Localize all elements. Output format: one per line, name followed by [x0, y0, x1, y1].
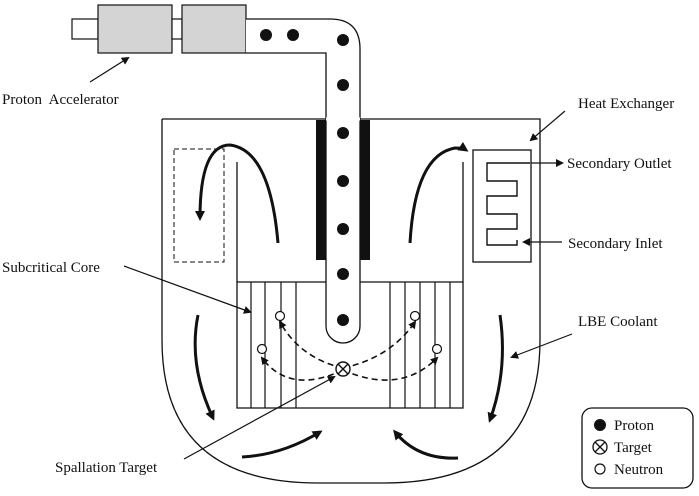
label-heat-exchanger: Heat Exchanger: [578, 96, 674, 112]
proton-dot: [287, 29, 299, 41]
label-proton-accelerator: Proton Accelerator: [2, 92, 119, 108]
neutron-dot: [431, 343, 443, 355]
proton-dot: [337, 175, 349, 187]
subcritical-core: [236, 281, 464, 409]
proton-dot: [337, 79, 349, 91]
legend: Proton Target Neutron: [581, 407, 694, 489]
neutron-dot: [256, 343, 268, 355]
label-lbe-coolant: LBE Coolant: [578, 314, 658, 330]
legend-proton-symbol: [594, 419, 606, 431]
label-spallation-target: Spallation Target: [55, 460, 158, 476]
neutron-paths: [260, 320, 439, 381]
label-secondary-outlet: Secondary Outlet: [567, 156, 672, 172]
proton-dot: [337, 314, 349, 326]
shield-block-right: [360, 120, 370, 260]
legend-neutron-label: Neutron: [614, 462, 664, 478]
legend-proton-label: Proton: [614, 418, 655, 434]
legend-neutron-symbol: [594, 463, 606, 475]
coolant-flow-arrows: [193, 141, 504, 460]
label-subcritical-core: Subcritical Core: [2, 260, 100, 276]
legend-target-label: Target: [614, 440, 653, 456]
proton-dot: [337, 223, 349, 235]
shield-block-left: [316, 120, 326, 260]
proton-beam: [260, 29, 349, 326]
proton-dot: [260, 29, 272, 41]
heat-exchanger: [472, 149, 532, 263]
proton-accelerator: [71, 4, 247, 54]
spallation-target-symbol: [335, 361, 351, 377]
proton-dot: [337, 127, 349, 139]
neutron-dot: [274, 310, 286, 322]
proton-dot: [337, 268, 349, 280]
dashed-region: [173, 148, 225, 263]
label-secondary-inlet: Secondary Inlet: [568, 236, 663, 252]
neutron-dot: [409, 310, 421, 322]
proton-dot: [337, 34, 349, 46]
beam-pipe: [246, 18, 361, 344]
legend-target-symbol: [592, 439, 608, 455]
leader-arrows: [89, 56, 573, 460]
reactor-vessel: [161, 118, 541, 484]
